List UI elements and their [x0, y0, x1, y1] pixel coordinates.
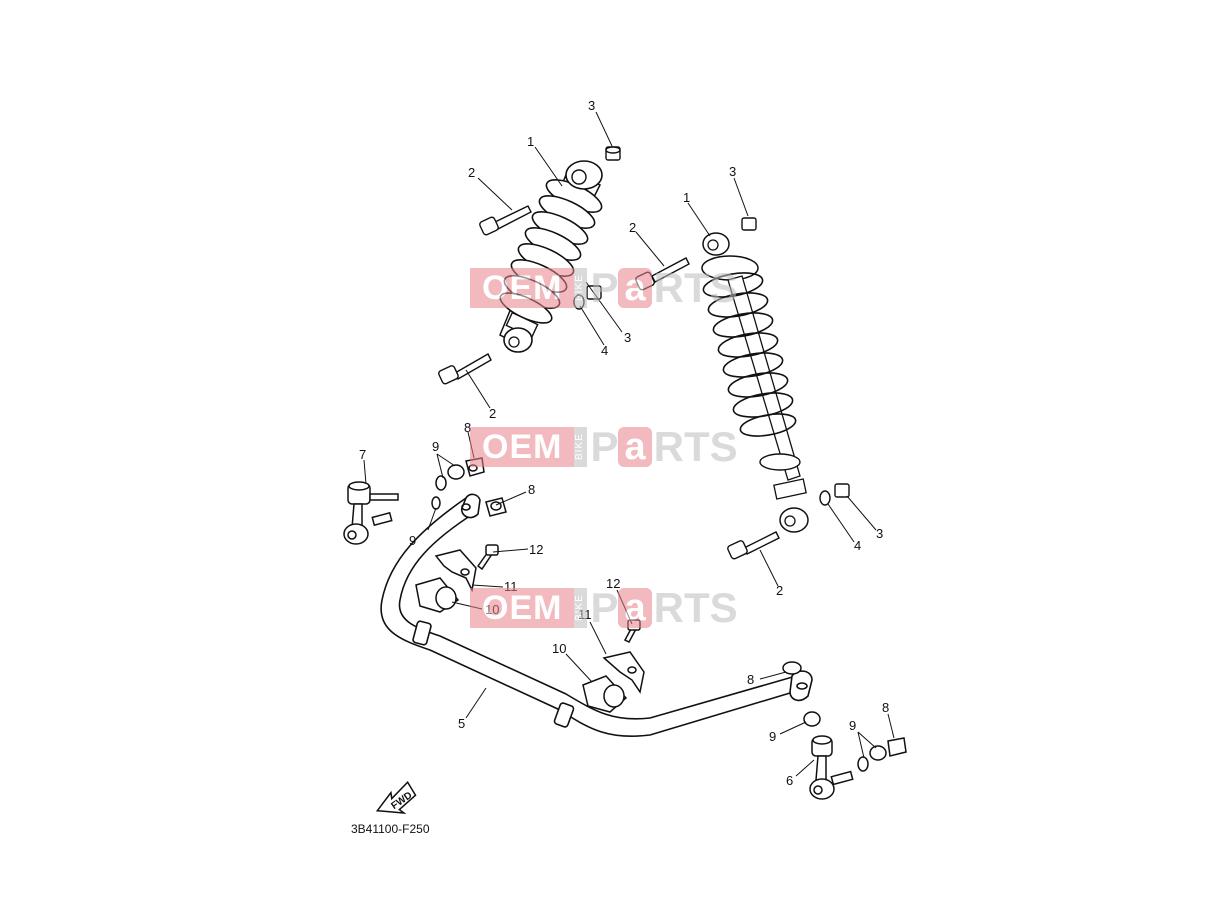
callout-12: 12 — [606, 576, 620, 591]
watermark-rts: RTS — [653, 584, 738, 631]
watermark-p: P — [590, 264, 619, 311]
callout-8: 8 — [882, 700, 889, 715]
watermark-bike: BIKE — [574, 427, 588, 467]
left-shock-absorber — [499, 160, 603, 353]
watermark-a: a — [618, 268, 652, 308]
callout-9: 9 — [409, 533, 416, 548]
callout-9: 9 — [432, 439, 439, 454]
callout-4: 4 — [601, 343, 608, 358]
watermark-oem: OEM — [470, 268, 575, 308]
right-end-link — [782, 661, 907, 800]
watermark-logo: OEM BIKE P a RTS — [470, 264, 738, 311]
callout-9: 9 — [849, 718, 856, 733]
callout-9: 9 — [769, 729, 776, 744]
watermark-a: a — [618, 588, 652, 628]
watermark-bike: BIKE — [574, 588, 588, 628]
callout-3: 3 — [624, 330, 631, 345]
watermark-logo: OEM BIKE P a RTS — [470, 584, 738, 631]
callout-4: 4 — [854, 538, 861, 553]
callout-12: 12 — [529, 542, 543, 557]
callout-2: 2 — [629, 220, 636, 235]
stabilizer-bar — [380, 493, 813, 738]
watermark-a: a — [618, 427, 652, 467]
watermark-p: P — [590, 423, 619, 470]
callout-1: 1 — [527, 134, 534, 149]
watermark-bike: BIKE — [574, 268, 588, 308]
callout-2: 2 — [489, 406, 496, 421]
diagram-code: 3B41100-F250 — [351, 822, 430, 836]
fwd-arrow-icon: FWD — [375, 780, 417, 815]
callout-5: 5 — [458, 716, 465, 731]
callout-2: 2 — [776, 583, 783, 598]
left-end-link — [343, 457, 507, 545]
callout-7: 7 — [359, 447, 366, 462]
callout-8: 8 — [464, 420, 471, 435]
callout-1: 1 — [683, 190, 690, 205]
bushings-brackets — [415, 544, 645, 713]
watermark-rts: RTS — [653, 264, 738, 311]
watermark-oem: OEM — [470, 427, 575, 467]
right-shock-absorber — [701, 232, 809, 533]
callout-3: 3 — [876, 526, 883, 541]
watermark-p: P — [590, 584, 619, 631]
callout-3: 3 — [588, 98, 595, 113]
watermark-rts: RTS — [653, 423, 738, 470]
watermark-logo: OEM BIKE P a RTS — [470, 423, 738, 470]
callout-8: 8 — [528, 482, 535, 497]
callout-2: 2 — [468, 165, 475, 180]
callout-8: 8 — [747, 672, 754, 687]
callout-10: 10 — [552, 641, 566, 656]
leader-lines — [363, 111, 895, 777]
callout-6: 6 — [786, 773, 793, 788]
watermark-oem: OEM — [470, 588, 575, 628]
callout-3: 3 — [729, 164, 736, 179]
